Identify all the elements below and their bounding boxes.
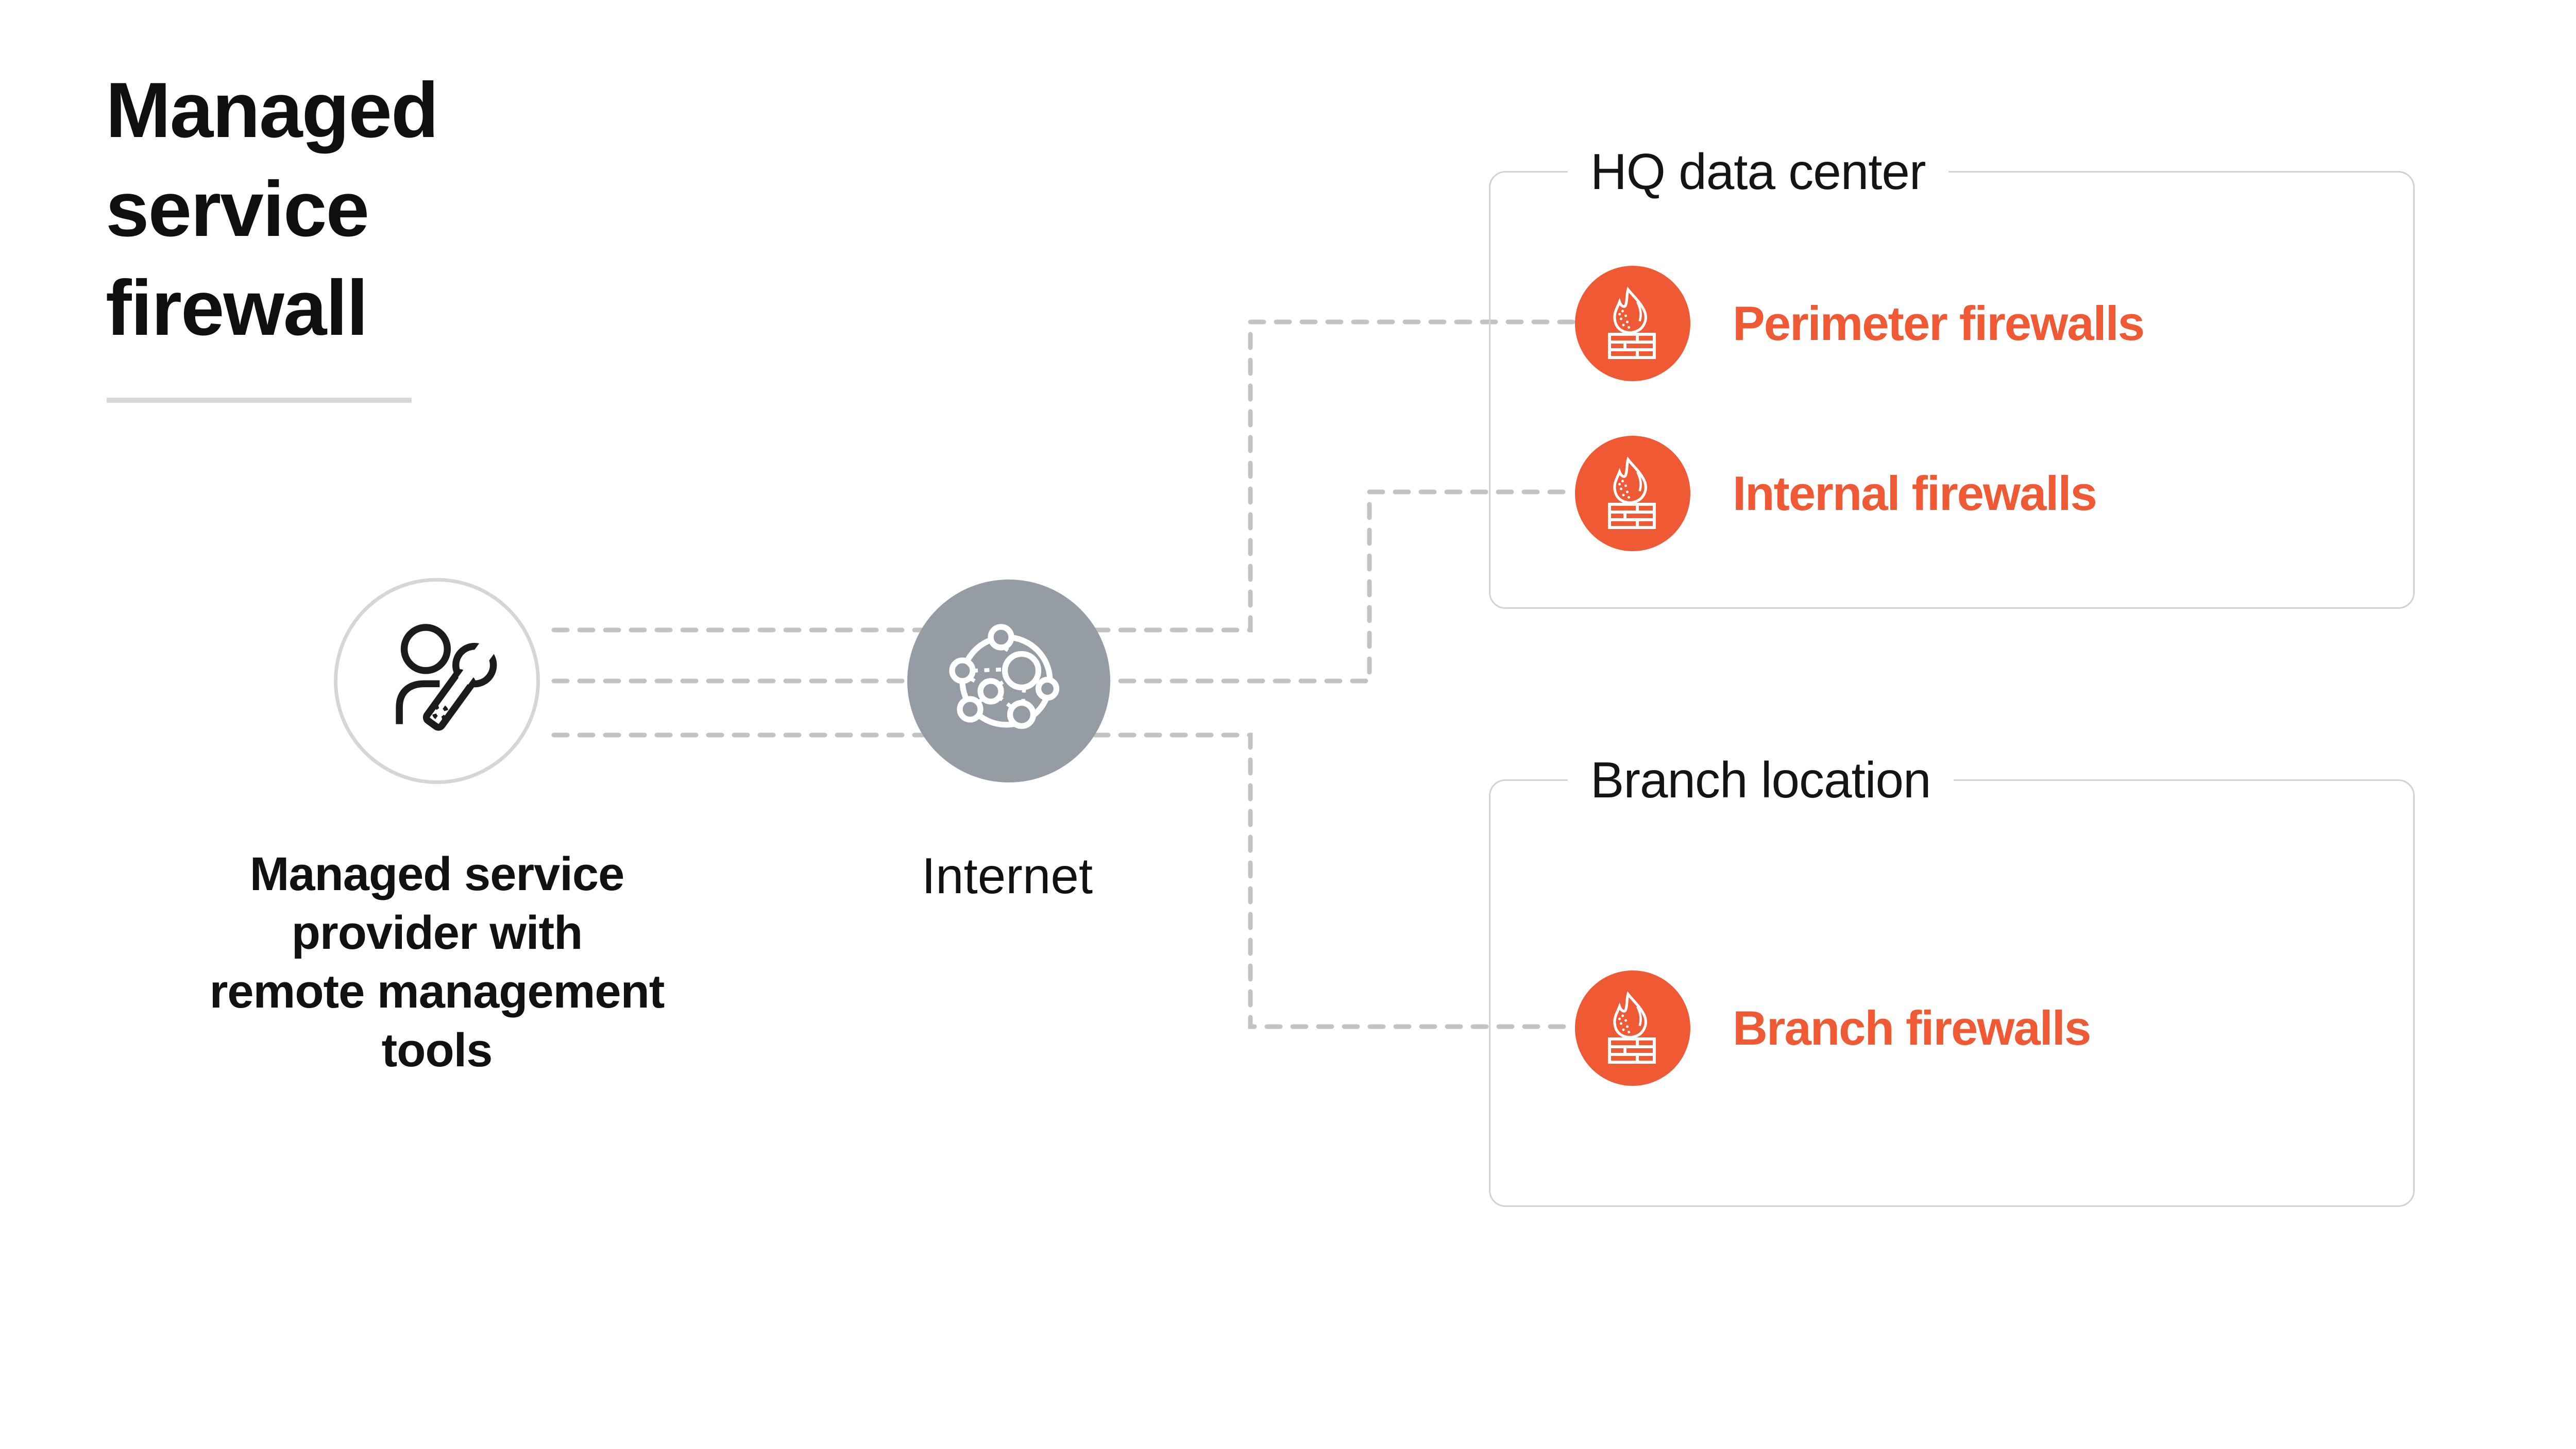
page-title-line: Managed bbox=[106, 66, 439, 154]
internet-label: Internet bbox=[921, 847, 1093, 904]
technician-wrench-icon bbox=[396, 624, 500, 731]
page-title: Managed service firewall bbox=[106, 61, 439, 357]
internet-node bbox=[907, 579, 1110, 782]
provider-label-line: Managed service bbox=[249, 848, 624, 900]
hq-box-label: HQ data center bbox=[1568, 142, 1948, 201]
provider-node bbox=[334, 578, 540, 784]
branch-firewalls-label: Branch firewalls bbox=[1733, 1001, 2091, 1055]
title-divider bbox=[107, 398, 412, 403]
internal-firewall-node bbox=[1575, 436, 1690, 551]
branch-location-box: Branch location bbox=[1489, 750, 2415, 1207]
perimeter-firewall-node bbox=[1575, 266, 1690, 381]
perimeter-firewalls-label: Perimeter firewalls bbox=[1733, 296, 2145, 350]
firewall-flame-brick-icon bbox=[1608, 456, 1656, 529]
page-title-line: service bbox=[106, 165, 369, 253]
hq-data-center-box: HQ data center bbox=[1489, 142, 2415, 609]
provider-label-line: tools bbox=[381, 1024, 493, 1077]
provider-label: Managed service provider with remote man… bbox=[128, 845, 746, 1080]
page-title-line: firewall bbox=[106, 264, 368, 352]
branch-firewall-node bbox=[1575, 970, 1690, 1086]
connected-network-icon bbox=[949, 624, 1060, 729]
internal-firewalls-label: Internal firewalls bbox=[1733, 466, 2097, 520]
firewall-flame-brick-icon bbox=[1608, 286, 1656, 359]
connector-provider-to-perimeter bbox=[551, 319, 1578, 633]
branch-box-label: Branch location bbox=[1568, 750, 1954, 810]
provider-label-line: provider with bbox=[291, 907, 583, 959]
provider-label-line: remote management bbox=[209, 965, 665, 1018]
firewall-flame-brick-icon bbox=[1608, 991, 1656, 1064]
connector-provider-to-internal bbox=[551, 489, 1578, 684]
connector-provider-to-branch bbox=[551, 732, 1578, 1029]
